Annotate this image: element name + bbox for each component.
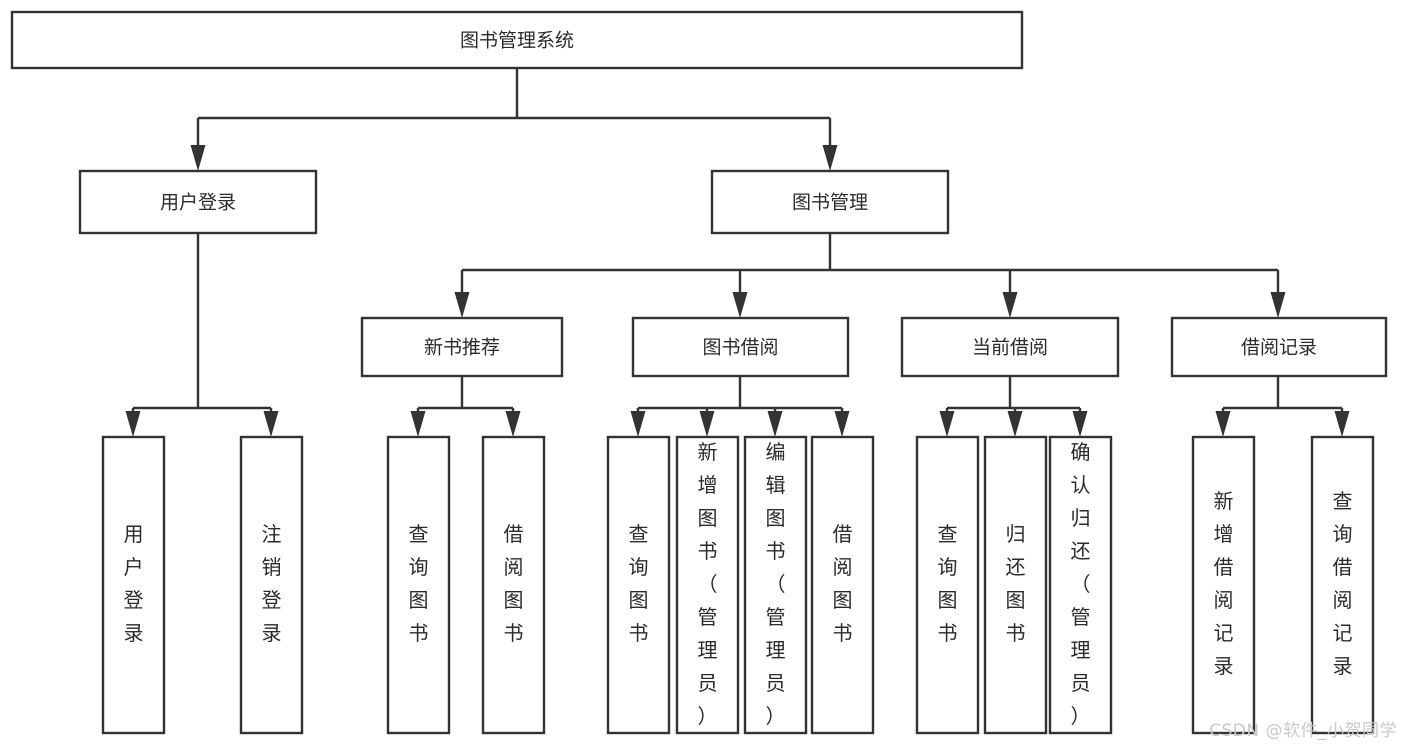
arrow-head-icon [732,292,748,318]
node-leaf-add-book[interactable]: 新增图书（管理员） [675,435,740,735]
node-box-book-borrow [631,316,850,378]
arrow-head-icon [125,411,141,437]
node-current-borrow[interactable]: 当前借阅 [900,316,1120,378]
node-leaf-confirm-return[interactable]: 确认归还（管理员） [1048,435,1113,735]
arrow-head-icon [190,145,206,171]
node-box-current-borrow [900,316,1120,378]
node-box-leaf-query-book [606,435,671,735]
node-new-book-recommend[interactable]: 新书推荐 [360,316,564,378]
node-label-user-login: 用户登录 [160,192,236,214]
node-label-current-borrow: 当前借阅 [972,337,1048,359]
node-label-book-manage: 图书管理 [792,192,868,214]
arrow-head-icon [822,145,838,171]
connector-current-borrow [939,376,1088,437]
connector-book-manage [454,233,1286,318]
arrow-head-icon [1007,411,1023,437]
connector-borrow-record [1215,376,1350,437]
node-label-root: 图书管理系统 [460,30,574,52]
node-box-leaf-borrow-book-recommend [481,435,546,735]
node-box-leaf-confirm-return [1048,435,1113,735]
node-borrow-record[interactable]: 借阅记录 [1170,316,1388,378]
node-box-leaf-logout [239,435,304,735]
arrow-head-icon [834,411,850,437]
arrow-head-icon [1215,411,1231,437]
arrow-head-icon [1334,411,1350,437]
arrow-head-icon [263,411,279,437]
node-user-login[interactable]: 用户登录 [78,169,318,235]
node-box-borrow-record [1170,316,1388,378]
node-leaf-query-book[interactable]: 查询图书 [606,435,671,735]
arrow-head-icon [939,411,955,437]
node-box-book-manage [710,169,950,235]
node-box-leaf-user-login [101,435,166,735]
node-label-leaf-add-borrow-record: 新增借阅记录 [1214,489,1234,678]
node-leaf-query-book-current[interactable]: 查询图书 [915,435,980,735]
node-box-leaf-query-borrow-record [1310,435,1375,735]
node-label-leaf-return-book: 归还图书 [1006,522,1026,645]
node-label-new-book-recommend: 新书推荐 [424,337,500,359]
node-book-borrow[interactable]: 图书借阅 [631,316,850,378]
node-leaf-return-book[interactable]: 归还图书 [983,435,1048,735]
arrow-head-icon [1002,292,1018,318]
node-leaf-borrow-book-recommend[interactable]: 借阅图书 [481,435,546,735]
node-root[interactable]: 图书管理系统 [10,10,1024,70]
node-label-leaf-confirm-return: 确认归还（管理员） [1071,440,1091,728]
node-label-leaf-query-book: 查询图书 [629,522,649,645]
node-box-leaf-edit-book [743,435,808,735]
node-box-leaf-query-book-recommend [386,435,451,735]
arrow-head-icon [699,411,715,437]
node-label-leaf-logout: 注销登录 [262,522,282,645]
arrow-head-icon [1270,292,1286,318]
node-label-leaf-edit-book: 编辑图书（管理员） [766,440,786,728]
node-label-book-borrow: 图书借阅 [702,337,778,359]
node-box-root [10,10,1024,70]
node-leaf-add-borrow-record[interactable]: 新增借阅记录 [1191,435,1256,735]
node-leaf-query-borrow-record[interactable]: 查询借阅记录 [1310,435,1375,735]
node-label-leaf-borrow-book-recommend: 借阅图书 [504,522,524,645]
node-layer: 图书管理系统用户登录图书管理新书推荐图书借阅当前借阅借阅记录用户登录注销登录查询… [10,10,1388,735]
watermark-label: CSDN @软件_小贺同学 [1209,721,1397,741]
node-leaf-edit-book[interactable]: 编辑图书（管理员） [743,435,808,735]
connector-book-borrow [630,376,850,437]
node-label-leaf-query-book-current: 查询图书 [938,522,958,645]
node-label-leaf-query-borrow-record: 查询借阅记录 [1333,489,1353,678]
node-label-borrow-record: 借阅记录 [1241,337,1317,359]
node-leaf-logout[interactable]: 注销登录 [239,435,304,735]
arrow-head-icon [767,411,783,437]
node-book-manage[interactable]: 图书管理 [710,169,950,235]
node-label-leaf-add-book: 新增图书（管理员） [698,440,718,728]
node-box-new-book-recommend [360,316,564,378]
arrow-head-icon [1072,411,1088,437]
node-label-leaf-borrow-book: 借阅图书 [833,522,853,645]
node-leaf-borrow-book[interactable]: 借阅图书 [810,435,875,735]
arrow-head-icon [454,292,470,318]
arrow-head-icon [630,411,646,437]
node-label-leaf-user-login: 用户登录 [124,522,144,645]
node-box-leaf-add-borrow-record [1191,435,1256,735]
connector-new-book-recommend [410,376,521,437]
node-leaf-query-book-recommend[interactable]: 查询图书 [386,435,451,735]
node-box-user-login [78,169,318,235]
node-box-leaf-add-book [675,435,740,735]
node-label-leaf-query-book-recommend: 查询图书 [409,522,429,645]
node-leaf-user-login[interactable]: 用户登录 [101,435,166,735]
node-box-leaf-borrow-book [810,435,875,735]
connector-layer [125,68,1350,437]
connector-root [190,68,838,171]
arrow-head-icon [505,411,521,437]
node-box-leaf-query-book-current [915,435,980,735]
arrow-head-icon [410,411,426,437]
node-box-leaf-return-book [983,435,1048,735]
connector-user-login [125,233,279,437]
